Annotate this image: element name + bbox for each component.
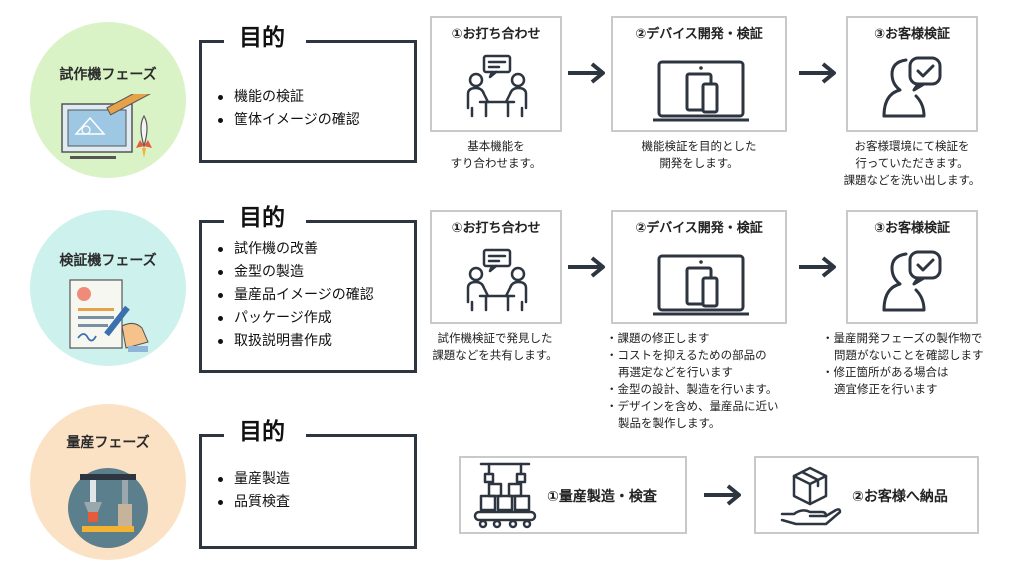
step-card-meeting-2: ①お打ち合わせ (430, 210, 562, 324)
purpose-title: 目的 (230, 23, 294, 53)
customer-check-icon (882, 250, 942, 312)
purpose-list: 試作機の改善 金型の製造 量産品イメージの確認 パッケージ作成 取扱説明書作成 (212, 238, 374, 353)
factory-robot-arm-icon (68, 468, 148, 548)
package-hand-icon (780, 466, 842, 526)
blueprint-rocket-icon (61, 94, 154, 159)
arrow-right-icon (568, 62, 605, 84)
purpose-item: 金型の製造 (212, 261, 374, 284)
step-title: ②デバイス開発・検証 (635, 27, 763, 42)
step-title: ②デバイス開発・検証 (635, 221, 763, 236)
purpose-item: 量産製造 (212, 468, 290, 491)
step-card-production: ①量産製造・検査 (459, 456, 687, 534)
step-title: ①お打ち合わせ (451, 27, 541, 42)
device-icon (653, 60, 749, 122)
purpose-title: 目的 (230, 203, 294, 233)
customer-desc-2: ・量産開発フェーズの製作物で 問題がないことを確認します ・修正箇所がある場合は… (822, 331, 984, 396)
purpose-title: 目的 (230, 417, 294, 447)
purpose-item: 取扱説明書作成 (212, 330, 374, 353)
step-card-customer-2: ③お客様検証 (846, 210, 978, 324)
meeting-icon (466, 248, 528, 312)
meeting-icon (466, 54, 528, 118)
step-card-delivery: ②お客様へ納品 (754, 456, 979, 534)
purpose-item: 品質検査 (212, 491, 290, 514)
phase-label: 試作機フェーズ (59, 67, 157, 83)
step-title: ③お客様検証 (873, 27, 950, 42)
customer-check-icon (882, 56, 942, 118)
purpose-item: 試作機の改善 (212, 238, 374, 261)
phase-circle-prototype: 試作機フェーズ (30, 22, 186, 178)
purpose-box-prototype: 目的 機能の検証 筐体イメージの確認 (199, 23, 417, 163)
purpose-list: 量産製造 品質検査 (212, 468, 290, 514)
step-card-device-1: ②デバイス開発・検証 (611, 16, 787, 132)
step-card-device-2: ②デバイス開発・検証 (611, 210, 787, 324)
arrow-right-icon (704, 484, 741, 506)
purpose-item: 機能の検証 (212, 86, 360, 109)
device-icon (653, 254, 749, 316)
phase-label: 検証機フェーズ (59, 253, 157, 269)
step-label: ②お客様へ納品 (852, 489, 948, 505)
step-title: ③お客様検証 (873, 221, 950, 236)
purpose-box-mass-production: 目的 量産製造 品質検査 (199, 417, 417, 549)
purpose-box-verification: 目的 試作機の改善 金型の製造 量産品イメージの確認 パッケージ作成 取扱説明書… (199, 203, 417, 373)
meeting-desc-1: 基本機能をすり合わせます。 (450, 139, 542, 170)
purpose-item: 筐体イメージの確認 (212, 109, 360, 132)
document-signing-icon (69, 279, 149, 352)
device-desc-2: ・課題の修正します ・コストを抑えるための部品の 再選定などを行います ・金型の… (606, 331, 779, 430)
phase-circle-mass-production: 量産フェーズ (30, 404, 186, 560)
customer-desc-1: お客様環境にて検証を行っていただきます。課題などを洗い出します。 (843, 139, 981, 187)
purpose-list: 機能の検証 筐体イメージの確認 (212, 86, 360, 132)
step-card-customer-1: ③お客様検証 (846, 16, 978, 132)
arrow-right-icon (568, 256, 605, 278)
arrow-right-icon (799, 256, 836, 278)
step-title: ①お打ち合わせ (451, 221, 541, 236)
meeting-desc-2: 試作機検証で発見した課題などを共有します。 (432, 331, 558, 362)
purpose-item: 量産品イメージの確認 (212, 284, 374, 307)
phase-circle-verification: 検証機フェーズ (30, 210, 186, 366)
purpose-item: パッケージ作成 (212, 307, 374, 330)
step-card-meeting-1: ①お打ち合わせ (430, 16, 562, 132)
device-desc-1: 機能検証を目的とした開発をします。 (641, 139, 757, 170)
step-label: ①量産製造・検査 (547, 489, 657, 505)
production-line-icon (473, 462, 537, 529)
phase-label: 量産フェーズ (66, 435, 150, 451)
arrow-right-icon (799, 62, 836, 84)
